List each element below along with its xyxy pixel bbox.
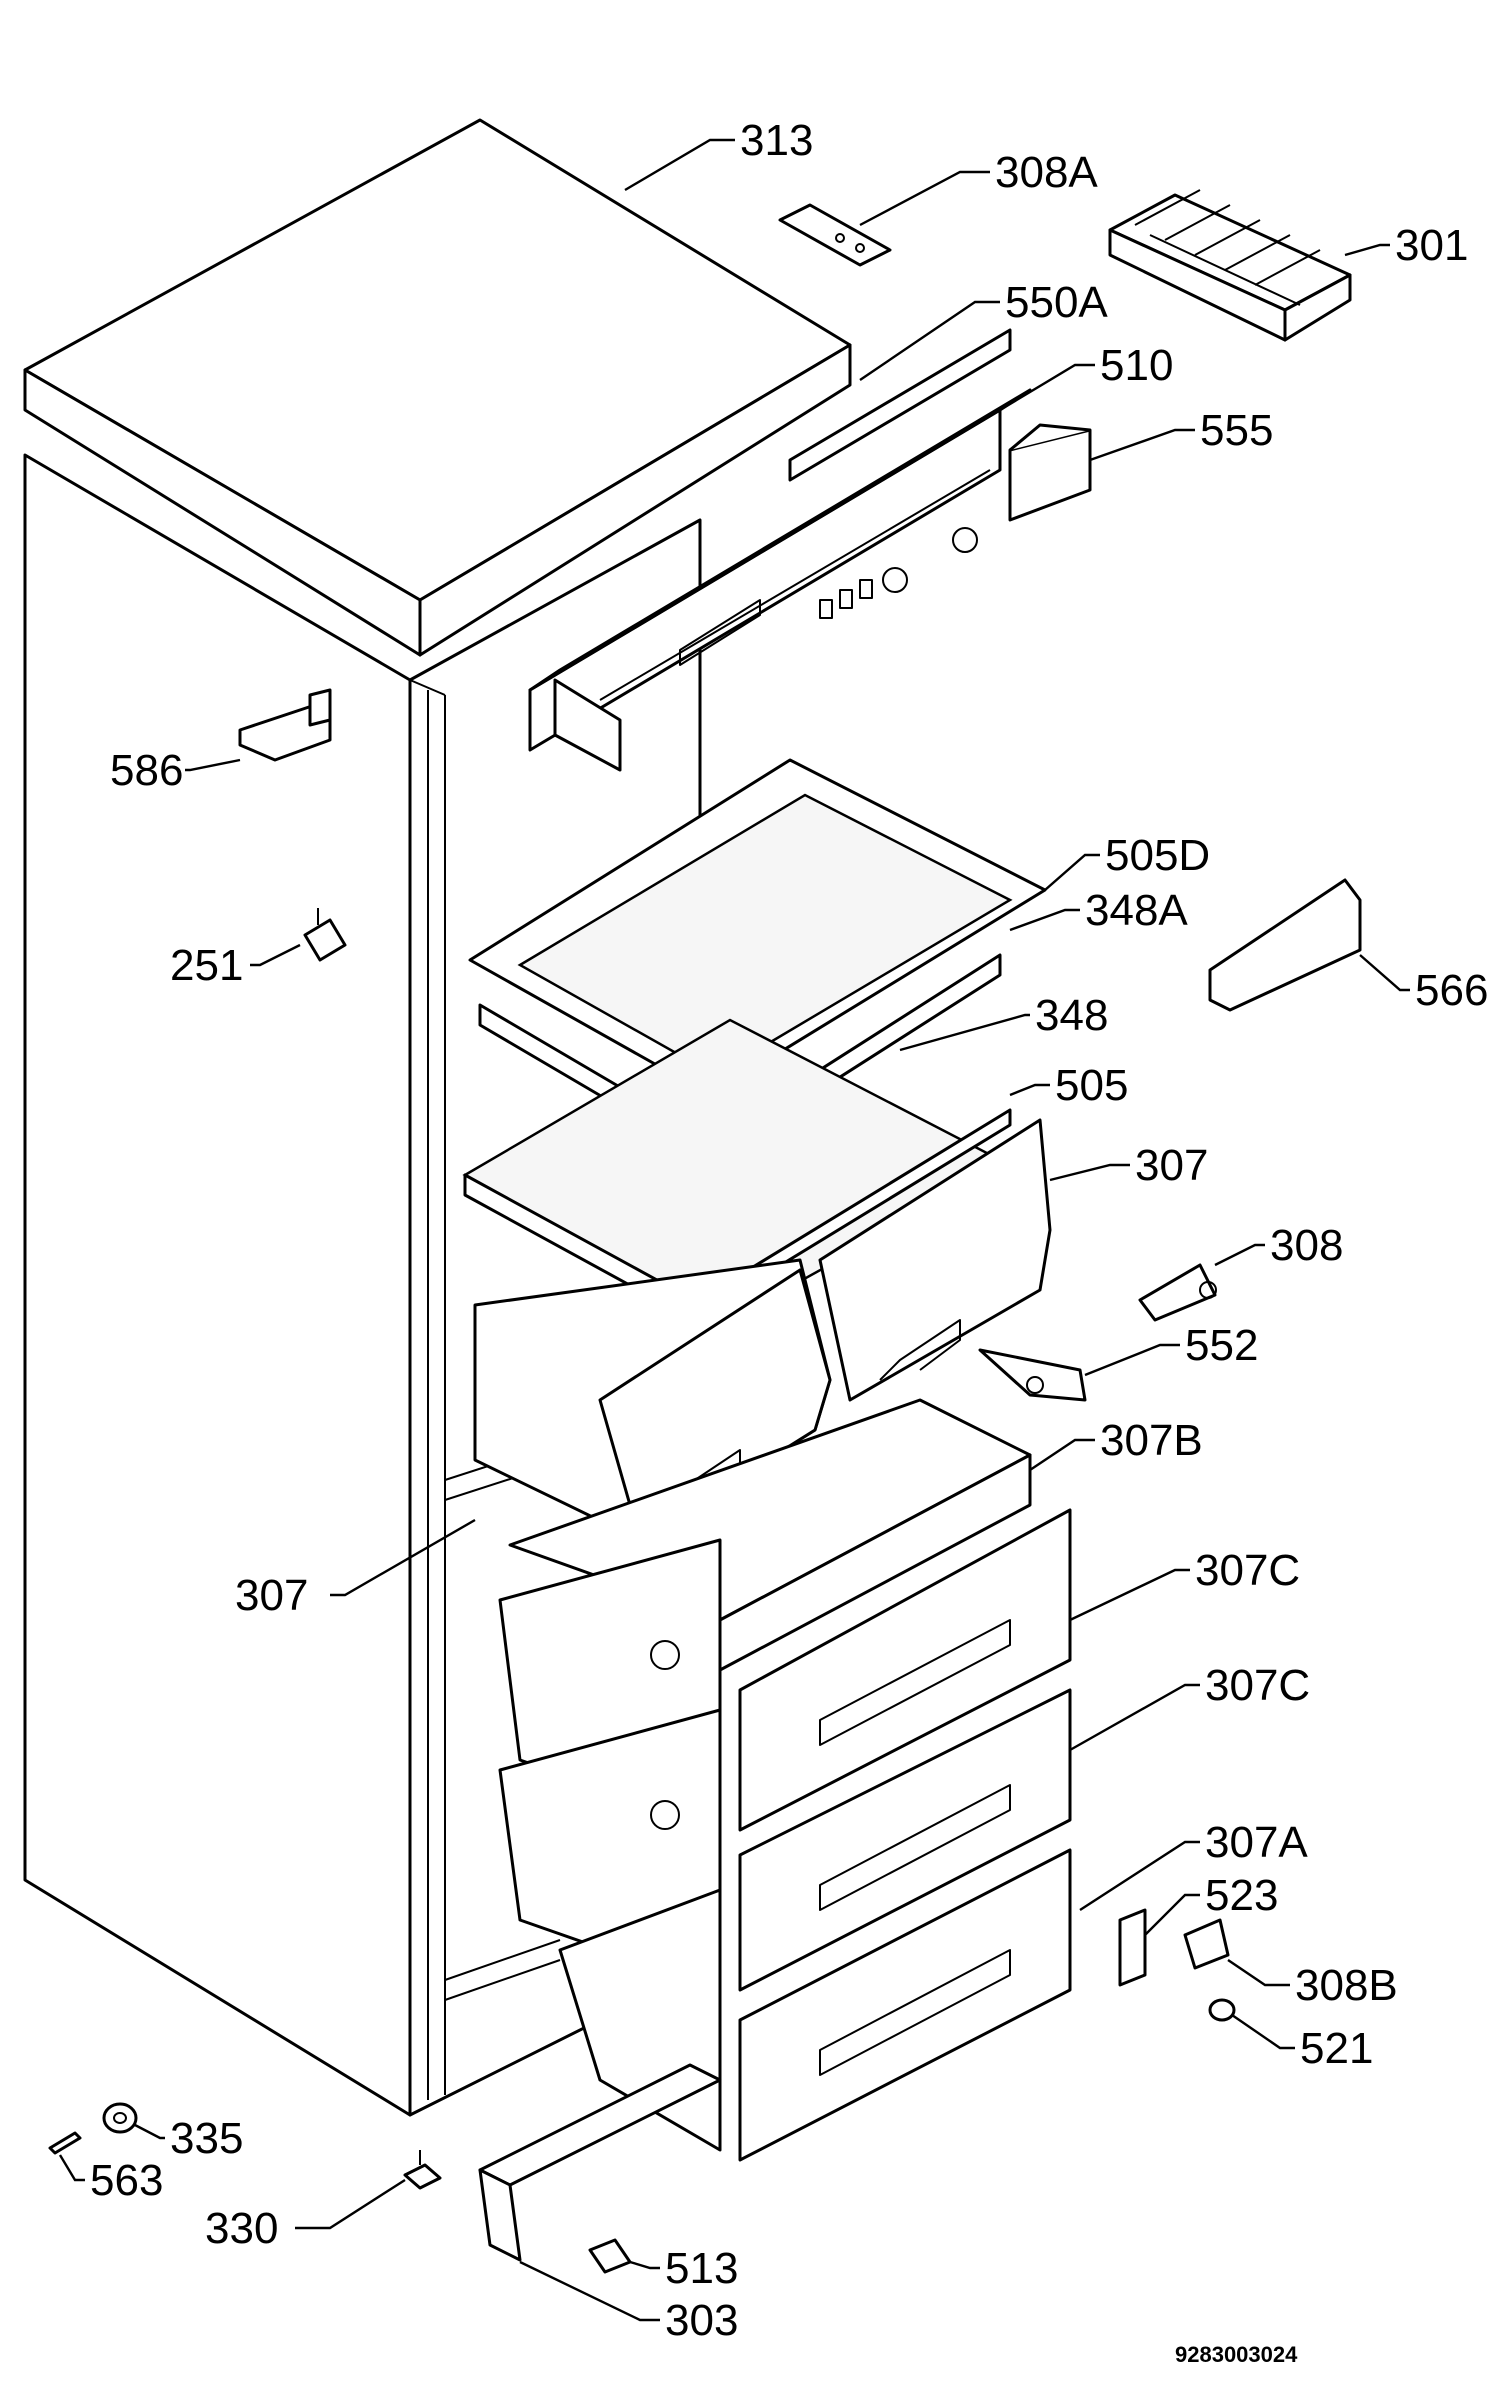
label-348a: 348A <box>1085 886 1188 935</box>
rail-552 <box>978 1348 1087 1402</box>
ice-tray <box>1108 189 1352 342</box>
foot-335 <box>102 2102 138 2134</box>
label-510: 510 <box>1100 341 1173 390</box>
label-308b: 308B <box>1295 1961 1398 2010</box>
label-307c-2: 307C <box>1205 1661 1310 1710</box>
hinge-308a <box>778 203 892 267</box>
label-307-top: 307 <box>1135 1141 1208 1190</box>
label-566: 566 <box>1415 966 1488 1015</box>
label-505d: 505D <box>1105 831 1210 880</box>
drawing-code: 9283003024 <box>1175 2342 1298 2367</box>
label-307c-1: 307C <box>1195 1546 1300 1595</box>
label-307b: 307B <box>1100 1416 1203 1465</box>
label-307a: 307A <box>1205 1818 1308 1867</box>
hinge-523 <box>1118 1908 1147 1987</box>
label-335: 335 <box>170 2114 243 2163</box>
label-563: 563 <box>90 2156 163 2205</box>
cap-521 <box>1208 1998 1236 2022</box>
hinge-308 <box>1138 1263 1217 1322</box>
label-348: 348 <box>1035 991 1108 1040</box>
foot-330 <box>403 2150 442 2190</box>
label-555: 555 <box>1200 406 1273 455</box>
part-251 <box>303 908 347 962</box>
part-labels: 313 308A 301 550A 510 555 586 505D 348A … <box>90 116 1488 2367</box>
plinth-303 <box>478 2063 722 2262</box>
label-330: 330 <box>205 2204 278 2253</box>
control-panel <box>528 328 1092 772</box>
label-307-left: 307 <box>235 1571 308 1620</box>
cover-566 <box>1208 878 1362 1012</box>
leader-lines <box>58 138 1410 2322</box>
label-523: 523 <box>1205 1871 1278 1920</box>
label-251: 251 <box>170 941 243 990</box>
clip-513 <box>588 2238 632 2274</box>
label-513: 513 <box>665 2244 738 2293</box>
hinge-308b <box>1183 1918 1230 1970</box>
label-505: 505 <box>1055 1061 1128 1110</box>
bracket-586 <box>238 688 332 762</box>
label-552: 552 <box>1185 1321 1258 1370</box>
label-550a: 550A <box>1005 278 1108 327</box>
label-308a: 308A <box>995 148 1098 197</box>
label-521: 521 <box>1300 2024 1373 2073</box>
pin-563 <box>48 2131 82 2155</box>
glass-shelf-upper <box>468 758 1047 1162</box>
label-586: 586 <box>110 746 183 795</box>
label-313: 313 <box>740 116 813 165</box>
label-301: 301 <box>1395 221 1468 270</box>
label-303: 303 <box>665 2296 738 2345</box>
label-308: 308 <box>1270 1221 1343 1270</box>
